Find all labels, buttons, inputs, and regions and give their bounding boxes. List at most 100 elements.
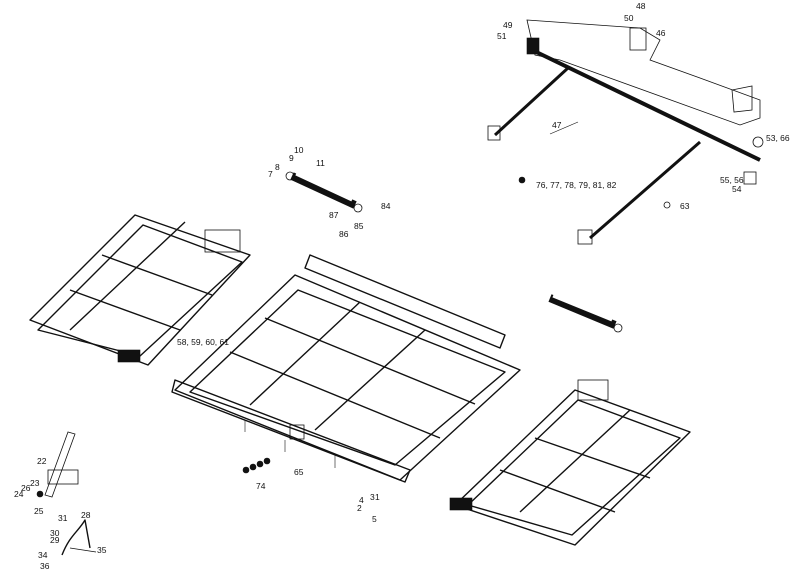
cylinder-end-right — [613, 323, 623, 333]
cylinder-barrel — [290, 172, 357, 209]
bolt-4 — [263, 457, 271, 465]
callout-63: 63 — [680, 201, 690, 211]
rod-end-lower — [577, 229, 593, 245]
center-top-beam — [304, 254, 506, 349]
right-wing-crossmember-2 — [534, 437, 651, 479]
tie-rod-lower — [589, 140, 701, 240]
callout-55-56: 55, 56 — [720, 175, 744, 185]
callout-7: 7 — [268, 169, 273, 179]
center-rail-2 — [314, 329, 426, 431]
callout-10: 10 — [294, 145, 304, 155]
callout-25: 25 — [34, 506, 44, 516]
callout-9: 9 — [289, 153, 294, 163]
center-crossmember-1 — [229, 351, 441, 439]
callout-5: 5 — [372, 514, 377, 524]
callout-24: 24 — [14, 489, 24, 499]
hydraulic-cylinder-right — [548, 294, 623, 333]
cylinder-rod-end — [353, 203, 363, 213]
center-bottom-beam — [171, 379, 411, 483]
o-ring-53 — [752, 136, 764, 148]
bracket-46 — [629, 27, 647, 51]
callout-22: 22 — [37, 456, 47, 466]
callout-11: 11 — [316, 158, 325, 168]
callout-labels: 48 50 46 49 51 47 53, 66 55, 56 54 76, 7… — [14, 1, 790, 571]
center-main-frame — [171, 254, 521, 483]
callout-54: 54 — [732, 184, 742, 194]
handle-pin-35 — [69, 547, 97, 553]
bracket-54 — [743, 171, 757, 185]
callout-1: 1 — [375, 492, 380, 502]
fastener-24 — [36, 490, 44, 498]
right-wing-frame — [449, 379, 691, 546]
left-wing-crossmember-2 — [101, 254, 213, 296]
hitch-bar-assembly — [487, 19, 764, 245]
callout-53-66: 53, 66 — [766, 133, 790, 143]
callout-34: 34 — [38, 550, 48, 560]
cylinder-barrel-right — [548, 294, 617, 329]
callout-29: 29 — [50, 535, 60, 545]
callout-50: 50 — [624, 13, 634, 23]
callout-23: 23 — [30, 478, 40, 488]
callout-26: 26 — [21, 483, 31, 493]
callout-8: 8 — [275, 162, 280, 172]
callout-58-61: 58, 59, 60, 61 — [177, 337, 229, 347]
left-wing-crossmember-1 — [69, 289, 181, 331]
hitch-crossbar — [527, 46, 761, 162]
left-wing-frame — [29, 214, 251, 366]
callout-84: 84 — [381, 201, 391, 211]
right-wing-outline — [454, 389, 691, 546]
callout-3: 3 — [370, 492, 375, 502]
center-rail-1 — [249, 301, 361, 406]
right-wing-foot — [449, 497, 473, 511]
mast-22 — [44, 431, 76, 498]
right-wing-hinge — [577, 379, 609, 401]
hitch-clamp — [526, 37, 540, 55]
right-wing-crossmember-1 — [499, 469, 616, 513]
bolt-2 — [249, 463, 257, 471]
rod-end-upper — [487, 125, 501, 141]
center-mount-65 — [289, 424, 305, 440]
center-crossmember-2 — [264, 317, 476, 405]
callout-65: 65 — [294, 467, 304, 477]
callout-76-82: 76, 77, 78, 79, 81, 82 — [536, 180, 617, 190]
left-wing-outline — [29, 214, 251, 366]
mast-assembly — [36, 431, 79, 498]
callout-46: 46 — [656, 28, 666, 38]
callout-35: 35 — [97, 545, 107, 555]
cylinder-highlight-right — [552, 294, 613, 322]
pin-47 — [549, 121, 579, 135]
bolt-1 — [242, 466, 250, 474]
cylinder-clevis — [285, 171, 295, 181]
center-frame-inner — [189, 289, 506, 466]
cylinder-highlight — [295, 172, 353, 202]
callout-30: 30 — [50, 528, 60, 538]
callout-4: 4 — [359, 495, 364, 505]
hydraulic-cylinder-upper — [285, 171, 363, 213]
callout-36: 36 — [40, 561, 50, 571]
left-wing-hinge — [204, 229, 241, 253]
left-wing-rail — [69, 221, 186, 331]
callout-86: 86 — [339, 229, 349, 239]
left-wing-foot — [117, 349, 141, 363]
callout-51: 51 — [497, 31, 507, 41]
bolt-set-74 — [242, 457, 271, 474]
callout-85: 85 — [354, 221, 364, 231]
o-ring-63 — [663, 201, 671, 209]
right-wing-inner — [467, 399, 681, 536]
lift-handle-assembly — [61, 519, 97, 556]
callout-48: 48 — [636, 1, 646, 11]
callout-49: 49 — [503, 20, 513, 30]
mast-bracket — [47, 469, 79, 485]
callout-74: 74 — [256, 481, 266, 491]
center-frame-outline — [174, 274, 521, 481]
callout-47: 47 — [552, 120, 562, 130]
lift-handle — [61, 519, 91, 556]
right-wing-rail — [519, 409, 631, 513]
callout-31: 31 — [58, 513, 68, 523]
left-wing-inner — [37, 224, 243, 357]
callout-28: 28 — [81, 510, 91, 520]
bracket-plate — [731, 85, 753, 113]
callout-87: 87 — [329, 210, 339, 220]
